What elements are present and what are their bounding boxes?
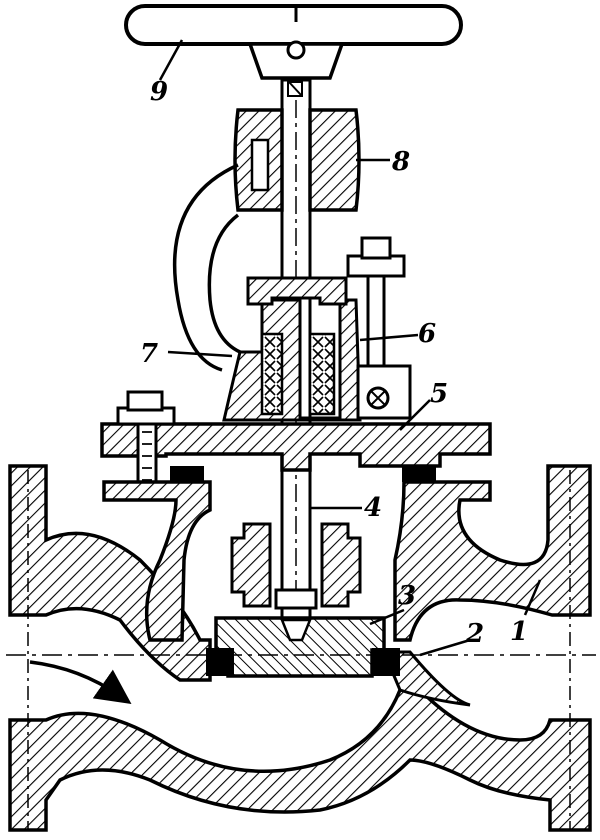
body-gaskets <box>170 466 436 482</box>
callout-2: 2 <box>465 619 484 649</box>
valve-disc <box>206 616 400 678</box>
valve-body <box>8 464 592 832</box>
disc-holder <box>230 522 362 610</box>
callout-labels: 9 8 6 7 5 4 3 2 1 <box>140 77 528 649</box>
callout-1: 1 <box>510 617 528 647</box>
gland-bolt <box>346 236 412 420</box>
callout-6: 6 <box>418 319 436 349</box>
flow-axis <box>6 654 596 705</box>
callout-4: 4 <box>364 493 382 523</box>
stem-packing <box>260 332 336 416</box>
handwheel <box>124 4 463 80</box>
yoke <box>172 163 241 372</box>
leader-lines <box>158 39 542 657</box>
callout-7: 7 <box>140 339 158 369</box>
stem-nut <box>233 108 361 212</box>
bonnet-flange <box>100 422 492 472</box>
callout-9: 9 <box>150 77 168 107</box>
bonnet <box>222 276 362 422</box>
callout-5: 5 <box>430 379 448 409</box>
callout-3: 3 <box>398 581 416 611</box>
callout-8: 8 <box>391 147 410 177</box>
